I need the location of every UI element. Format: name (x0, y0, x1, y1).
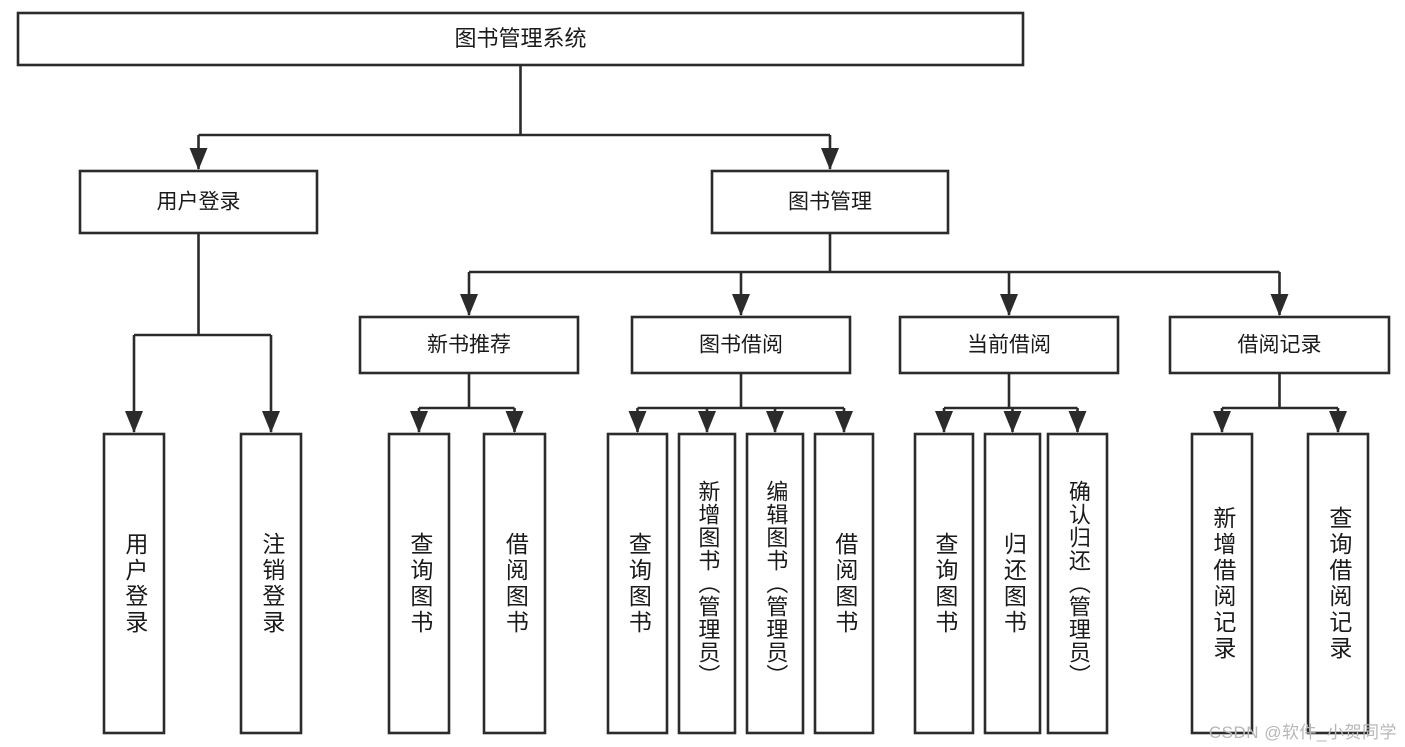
node-label-level2-0: 新书推荐 (427, 334, 511, 357)
node-box-level2-1[interactable] (630, 315, 852, 375)
node-label-level2-3: 借阅记录 (1238, 334, 1322, 357)
node-box-level1-1[interactable] (710, 169, 950, 235)
node-box-leaf-2[interactable] (387, 432, 451, 735)
node-box-level2-0[interactable] (358, 315, 580, 375)
arrowhead-leaf-11 (1213, 411, 1231, 433)
node-box-root[interactable] (16, 11, 1025, 67)
node-label-level1-1: 图书管理 (788, 191, 872, 214)
node-box-leaf-8[interactable] (913, 432, 975, 735)
arrowhead-leaf-1 (262, 411, 280, 433)
arrowhead-level1-1 (821, 148, 839, 170)
node-box-leaf-12[interactable] (1306, 432, 1370, 735)
arrowhead-leaf-12 (1329, 411, 1347, 433)
node-box-leaf-11[interactable] (1190, 432, 1254, 735)
csdn-watermark: CSDN @软件_小贺同学 (1208, 723, 1397, 742)
node-label-level2-2: 当前借阅 (967, 334, 1051, 357)
node-box-level2-3[interactable] (1168, 315, 1391, 375)
arrowhead-level1-0 (189, 148, 208, 170)
node-box-leaf-7[interactable] (813, 432, 875, 735)
node-box-leaf-10[interactable] (1046, 432, 1109, 735)
node-box-leaf-6[interactable] (745, 432, 805, 735)
arrowhead-leaf-3 (505, 411, 524, 433)
arrowhead-leaf-8 (935, 411, 953, 433)
node-box-leaf-1[interactable] (239, 432, 303, 735)
node-box-leaf-0[interactable] (102, 432, 166, 735)
node-label-root: 图书管理系统 (454, 26, 586, 51)
arrowhead-level2-2 (1000, 294, 1018, 316)
arrowhead-leaf-7 (835, 411, 853, 433)
arrowhead-leaf-4 (628, 411, 647, 433)
node-boxes (16, 11, 1391, 735)
arrowhead-leaf-6 (766, 411, 784, 433)
arrowhead-level2-0 (460, 294, 478, 316)
arrowhead-leaf-0 (125, 411, 143, 433)
node-box-level2-2[interactable] (898, 315, 1120, 375)
connector-lines (125, 65, 1347, 433)
node-box-leaf-3[interactable] (482, 432, 547, 735)
node-box-leaf-5[interactable] (677, 432, 737, 735)
arrowhead-level2-3 (1270, 294, 1289, 316)
arrowhead-leaf-10 (1068, 411, 1087, 433)
arrowhead-level2-1 (732, 294, 750, 316)
node-box-leaf-4[interactable] (606, 432, 669, 735)
node-box-level1-0[interactable] (78, 169, 319, 235)
node-label-level1-0: 用户登录 (157, 191, 241, 214)
arrowhead-leaf-5 (698, 411, 716, 433)
node-box-leaf-9[interactable] (983, 432, 1042, 735)
node-label-level2-1: 图书借阅 (699, 334, 783, 357)
arrowhead-leaf-2 (410, 411, 428, 433)
arrowhead-leaf-9 (1003, 411, 1022, 433)
